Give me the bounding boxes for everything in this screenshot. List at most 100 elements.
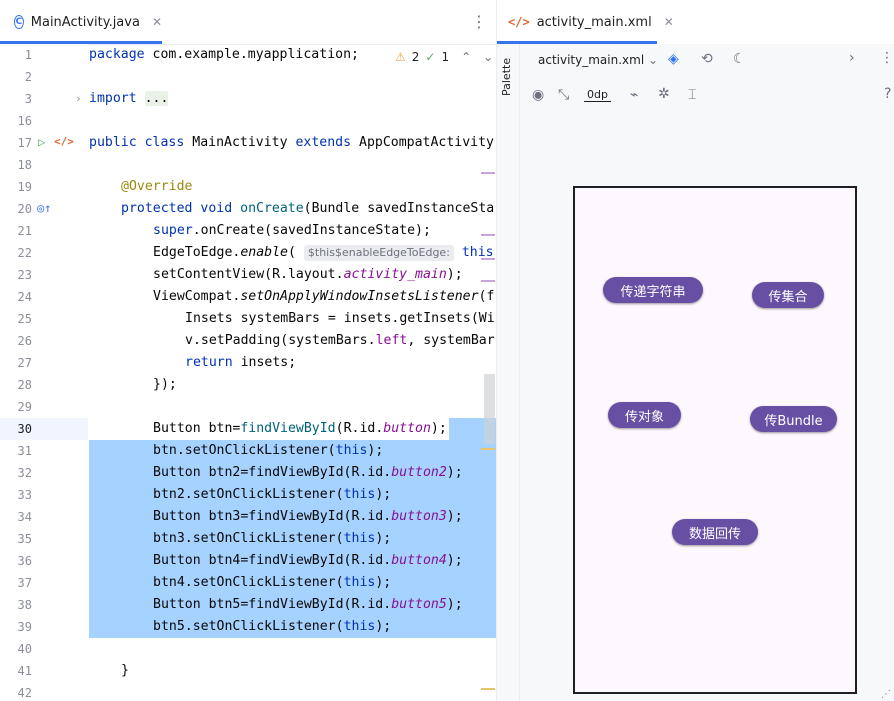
code-line: import ...	[89, 91, 169, 106]
code-line: @Override	[121, 179, 193, 194]
night-mode-icon[interactable]: ☾	[733, 51, 746, 67]
selection-highlight	[89, 616, 394, 638]
close-icon[interactable]: ✕	[151, 15, 162, 29]
line-number: 40	[17, 642, 32, 656]
line-number: 41	[17, 664, 32, 678]
orientation-icon[interactable]: ⟲	[701, 51, 713, 67]
code-line: });	[153, 377, 177, 392]
line-number: 16	[17, 114, 32, 128]
autoconnect-icon[interactable]: ⤡	[558, 87, 570, 103]
eye-icon[interactable]: ◉	[532, 87, 545, 103]
next-issue-icon[interactable]: ⌄	[483, 50, 494, 64]
preview-button-5[interactable]: 数据回传	[672, 519, 758, 545]
line-number: 37	[17, 576, 32, 590]
code-line: Button btn5=findViewById(R.id.button5);	[153, 597, 463, 612]
line-number: 28	[17, 378, 32, 392]
code-line: public class MainActivity extends AppCom…	[89, 135, 494, 150]
previous-issue-icon[interactable]: ⌃	[461, 50, 472, 64]
inspection-widget[interactable]: ⚠ 2 ✓ 1 ⌃ ⌄	[395, 50, 493, 64]
chevron-right-icon[interactable]: ›	[849, 50, 855, 66]
current-line-highlight	[0, 418, 88, 440]
tab-mainactivity-java[interactable]: C MainActivity.java ✕	[0, 0, 162, 44]
parameter-hint: $this$enableEdgeToEdge:	[303, 245, 454, 261]
code-line: setContentView(R.layout.activity_main);	[153, 267, 463, 282]
warning-marker	[481, 688, 495, 690]
infer-constraints-icon[interactable]: ✲	[658, 86, 670, 102]
layout-link-icon[interactable]: </>	[54, 135, 74, 148]
code-line: return insets;	[185, 355, 297, 370]
code-line: btn.setOnClickListener(this);	[153, 443, 384, 458]
preview-button-3[interactable]: 传对象	[608, 402, 681, 428]
line-number: 36	[17, 554, 32, 568]
code-line: btn5.setOnClickListener(this);	[153, 619, 392, 634]
layers-icon[interactable]: ◈	[668, 51, 679, 67]
palette-label: Palette	[500, 57, 513, 96]
line-number: 31	[17, 444, 32, 458]
line-number: 34	[17, 510, 32, 524]
vertical-scrollbar[interactable]	[484, 374, 495, 444]
active-tab-underline	[0, 41, 162, 44]
file-dropdown[interactable]: activity_main.xml ⌄	[538, 53, 659, 67]
code-line: }	[121, 663, 129, 678]
guidelines-icon[interactable]: ⌶	[688, 87, 697, 103]
line-number: 30	[17, 422, 32, 436]
tab-label: activity_main.xml	[536, 14, 652, 30]
more-options-icon[interactable]: ⋮	[880, 50, 894, 66]
warning-icon: ⚠	[395, 50, 406, 64]
code-line: Button btn3=findViewById(R.id.button3);	[153, 509, 463, 524]
line-number: 20	[17, 202, 32, 216]
fold-chevron-icon[interactable]: ›	[75, 92, 82, 105]
line-number: 35	[17, 532, 32, 546]
palette-sidebar[interactable]: Palette	[497, 44, 520, 701]
close-icon[interactable]: ✕	[663, 15, 674, 29]
tab-label: MainActivity.java	[30, 14, 140, 30]
warning-marker	[481, 448, 495, 450]
layout-designer-pane: </> activity_main.xml ✕ Palette activity…	[496, 0, 894, 701]
line-number: 26	[17, 334, 32, 348]
preview-button-1[interactable]: 传递字符串	[603, 277, 703, 303]
line-number: 2	[24, 70, 32, 84]
line-number: 17	[17, 136, 32, 150]
line-number: 3	[24, 92, 32, 106]
code-line: Insets systemBars = insets.getInsets(Wi	[185, 311, 495, 326]
java-class-icon: C	[14, 15, 24, 29]
help-icon[interactable]: ?	[884, 86, 892, 102]
editor-tab-bar: C MainActivity.java ✕ ⋮	[0, 0, 496, 45]
line-number: 18	[17, 158, 32, 172]
line-number: 33	[17, 488, 32, 502]
preview-button-4[interactable]: 传Bundle	[750, 406, 837, 432]
line-number: 29	[17, 400, 32, 414]
code-line: package com.example.myapplication;	[89, 47, 359, 62]
check-icon: ✓	[425, 50, 436, 64]
code-line: btn3.setOnClickListener(this);	[153, 531, 392, 546]
tab-activity-main-xml[interactable]: </> activity_main.xml ✕	[497, 0, 674, 44]
line-number: 22	[17, 246, 32, 260]
code-line: v.setPadding(systemBars.left, systemBar	[185, 333, 495, 348]
constraint-toolbar: ◉ ⤡ 0dp ⌁ ✲ ⌶ ?	[520, 78, 894, 114]
line-gutter	[0, 44, 88, 701]
ok-count: 1	[441, 50, 450, 64]
design-canvas[interactable]: 传递字符串 传集合 传对象 传Bundle 数据回传 ⋰	[520, 114, 894, 701]
preview-button-2[interactable]: 传集合	[752, 282, 824, 308]
override-icon[interactable]: ◎↑	[37, 201, 52, 215]
change-marker	[481, 172, 495, 174]
more-options-icon[interactable]: ⋮	[471, 12, 487, 31]
default-margin-field[interactable]: 0dp	[584, 88, 611, 102]
resize-handle-icon[interactable]: ⋰	[881, 689, 891, 700]
line-number: 21	[17, 224, 32, 238]
code-line: EdgeToEdge.enable( $this$enableEdgeToEdg…	[153, 245, 494, 261]
code-line: Button btn2=findViewById(R.id.button2);	[153, 465, 463, 480]
clear-constraints-icon[interactable]: ⌁	[630, 87, 639, 103]
designer-toolbar: activity_main.xml ⌄ ◈ ⟲ ☾ › ⋮	[520, 44, 894, 78]
code-line: ViewCompat.setOnApplyWindowInsetsListene…	[153, 289, 495, 304]
run-icon[interactable]: ▷	[38, 135, 46, 149]
line-number: 25	[17, 312, 32, 326]
change-marker	[481, 234, 495, 236]
chevron-down-icon: ⌄	[647, 53, 659, 67]
device-preview[interactable]: 传递字符串 传集合 传对象 传Bundle 数据回传	[573, 186, 857, 694]
designer-tab-bar: </> activity_main.xml ✕	[497, 0, 894, 45]
line-number: 38	[17, 598, 32, 612]
line-number: 32	[17, 466, 32, 480]
